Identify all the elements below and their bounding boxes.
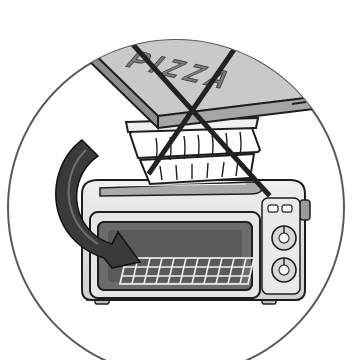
- knob-lower: [272, 258, 296, 282]
- toaster-basket-icon: [126, 118, 260, 184]
- knob-upper: [272, 226, 296, 250]
